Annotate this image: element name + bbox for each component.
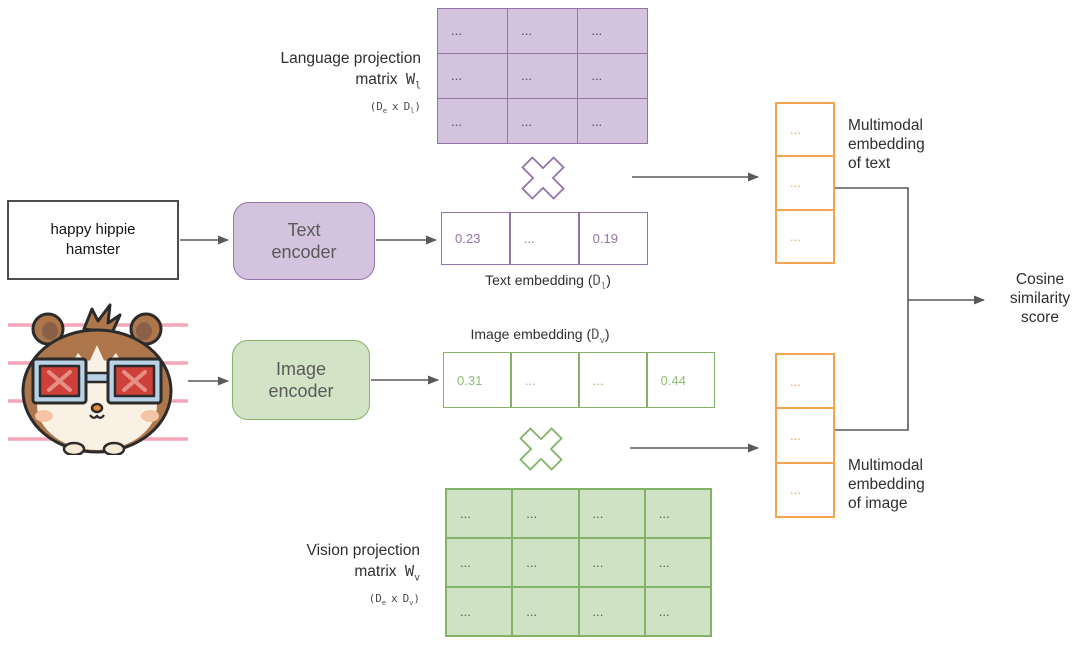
hamster-body [21,303,173,454]
matrix-cell: ... [645,490,710,537]
matrix-cell: ... [447,588,512,635]
embedding-cell: 0.19 [579,213,647,264]
text-input-line: hamster [65,241,121,258]
matrix-cell: ... [438,54,507,98]
image-encoder-label: Image [275,359,327,379]
image-encoder-label: encoder [268,381,334,401]
language-projection-subtitle: matrix Wl [355,70,421,92]
matrix-cell: ... [513,490,578,537]
text-embedding-label: Text embedding (Dl) [485,272,611,292]
multiply-icon [521,156,565,200]
text-input-line: happy hippie [50,221,136,238]
embedding-cell: 0.44 [647,353,714,407]
matrix-cell: ... [579,588,644,635]
matrix-cell: ... [508,99,577,143]
multimodal-text-vector: ... ... ... [775,102,835,264]
language-projection-title: Language projection [280,50,421,67]
embedding-cell: ... [579,353,647,407]
multimodal-image-vector: ... ... ... [775,353,835,518]
text-encoder-label: encoder [271,242,337,262]
matrix-cell: ... [508,9,577,53]
image-embedding-row: 0.31 ... ... 0.44 [443,352,715,408]
matrix-cell: ... [578,54,647,98]
matrix-cell: ... [578,9,647,53]
matrix-cell: ... [513,588,578,635]
multimodal-image-label: Multimodal embedding of image [848,457,925,512]
cosine-similarity-label: Cosine similarity score [1009,271,1071,326]
image-encoder-box: Image encoder [232,340,370,420]
matrix-cell: ... [438,99,507,143]
vision-projection-matrix: ... ... ... ... ... ... ... ... ... ... … [445,488,712,637]
text-input-box: happy hippie hamster [7,200,179,280]
matrix-cell: ... [447,539,512,586]
matrix-cell: ... [438,9,507,53]
hamster-image [8,303,188,455]
matrix-cell: ... [645,539,710,586]
text-encoder-box: Text encoder [233,202,375,280]
glasses-lens [38,364,81,398]
vector-cell: ... [777,157,833,209]
text-embedding-row: 0.23 ... 0.19 [441,212,648,265]
vector-cell: ... [777,409,833,462]
vision-projection-title: Vision projection [306,542,420,559]
matrix-cell: ... [579,490,644,537]
embedding-cell: ... [511,353,579,407]
text-encoder-label: Text [287,220,321,240]
lens-sparkles [47,370,147,392]
matrix-cell: ... [645,588,710,635]
matrix-cell: ... [508,54,577,98]
vector-cell: ... [777,104,833,156]
hamster-face [35,402,159,455]
vision-projection-subtitle: matrix Wv [354,562,420,584]
matrix-cell: ... [578,99,647,143]
matrix-cell: ... [447,490,512,537]
vector-cell: ... [777,210,833,262]
multimodal-text-label: Multimodal embedding of text [848,117,925,172]
image-embedding-label: Image embedding (Dv) [470,326,610,346]
multiply-icon [519,427,563,471]
vector-cell: ... [777,463,833,516]
glasses-bridge [84,371,110,384]
bracket-vectors [835,187,909,431]
language-projection-matrix: ... ... ... ... ... ... ... ... ... [437,8,648,144]
matrix-cell: ... [513,539,578,586]
embedding-cell: 0.31 [444,353,511,407]
matrix-cell: ... [579,539,644,586]
vector-cell: ... [777,355,833,408]
embedding-cell: 0.23 [442,213,510,264]
embedding-cell: ... [510,213,579,264]
